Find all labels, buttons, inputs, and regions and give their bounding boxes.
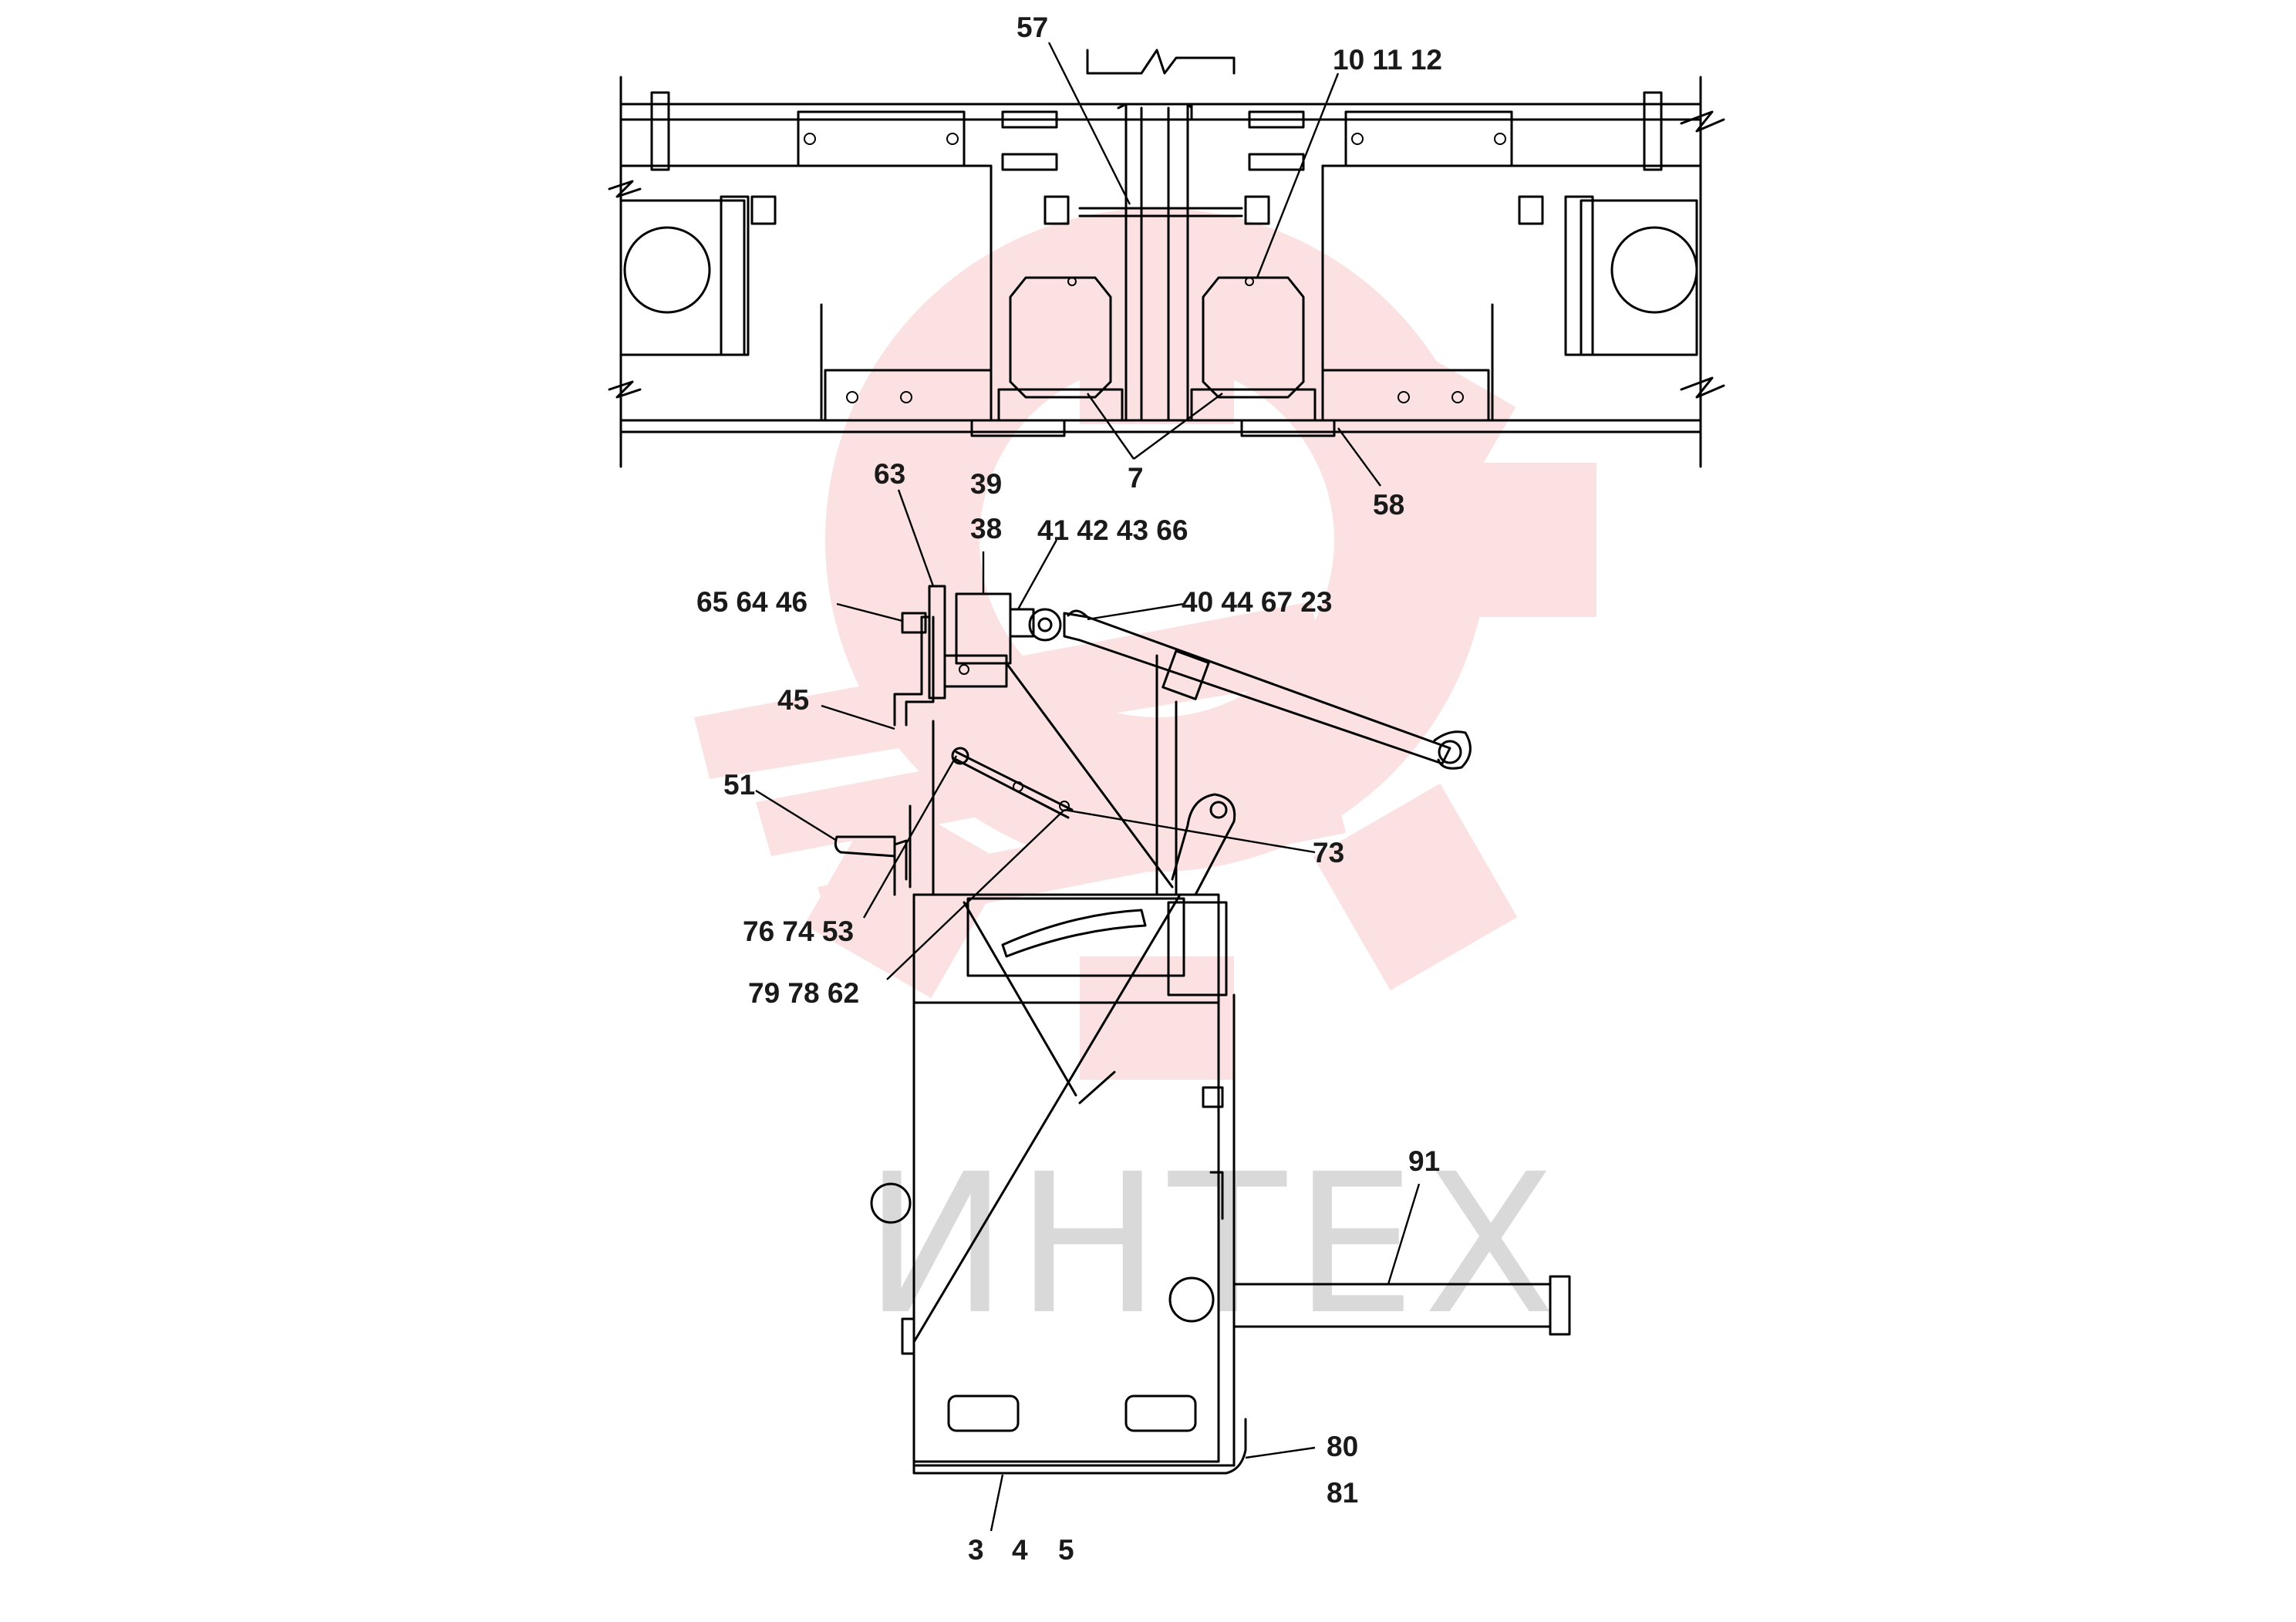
callout-81: 81 — [1327, 1477, 1358, 1509]
callout-40-44-67-23: 40 44 67 23 — [1182, 586, 1332, 618]
top-frame-view — [608, 49, 1725, 468]
callout-labels: 57 10 11 12 7 58 63 39 38 41 42 43 66 65… — [696, 12, 1442, 1566]
callout-7: 7 — [1128, 462, 1144, 494]
callout-51: 51 — [723, 769, 755, 801]
callout-80: 80 — [1327, 1431, 1358, 1462]
callout-5: 5 — [1058, 1534, 1074, 1566]
watermark-gear-logo — [694, 207, 1596, 1080]
callout-39: 39 — [970, 468, 1002, 500]
watermark-text: ИНТЕХ — [864, 1132, 1563, 1357]
callout-73: 73 — [1313, 837, 1344, 868]
callout-4: 4 — [1012, 1534, 1028, 1566]
callout-76-74-53: 76 74 53 — [743, 916, 854, 947]
callout-79-78-62: 79 78 62 — [748, 977, 859, 1009]
callout-91: 91 — [1408, 1145, 1440, 1177]
callout-63: 63 — [874, 458, 905, 490]
callout-65-64-46: 65 64 46 — [696, 586, 807, 618]
callout-58: 58 — [1373, 489, 1404, 521]
callout-10-11-12: 10 11 12 — [1333, 44, 1442, 76]
callout-3: 3 — [968, 1534, 984, 1566]
leader-lines — [755, 42, 1421, 1532]
callout-41-42-43-66: 41 42 43 66 — [1037, 514, 1188, 546]
callout-57: 57 — [1017, 12, 1048, 43]
callout-45: 45 — [777, 684, 809, 716]
callout-38: 38 — [970, 513, 1002, 545]
lower-assembly-view — [834, 585, 1571, 1475]
